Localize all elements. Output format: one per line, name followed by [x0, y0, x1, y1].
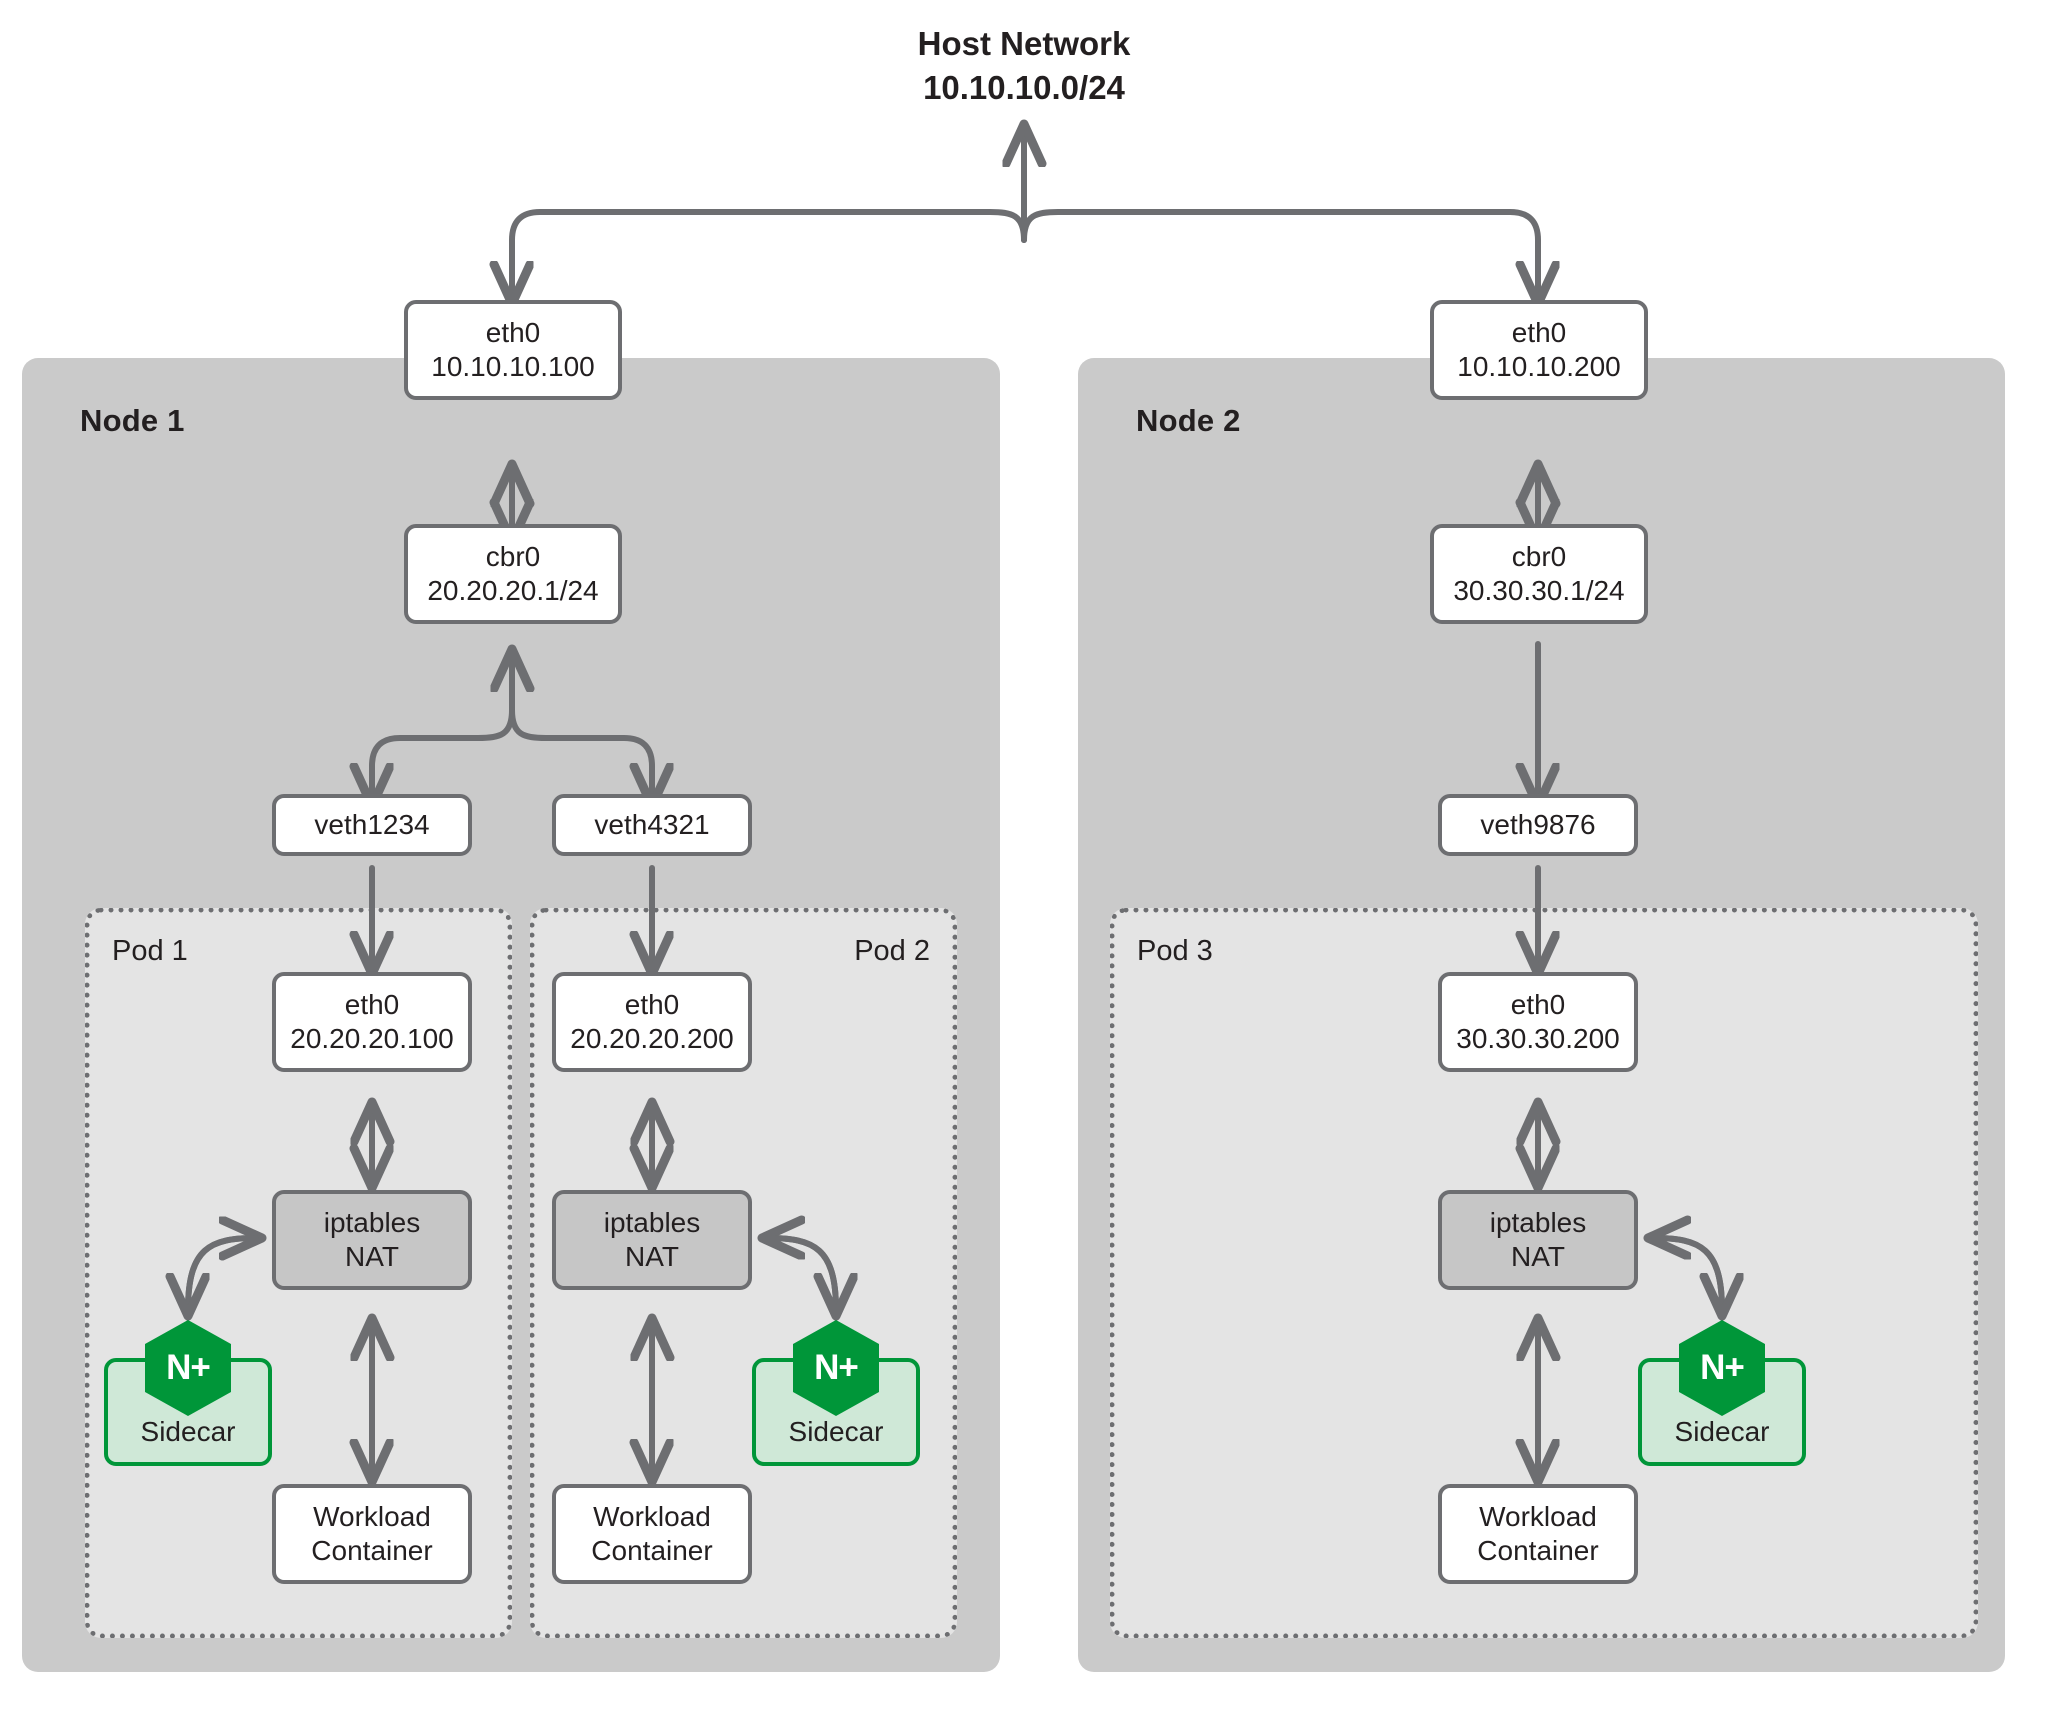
pod-1-workload-container-box[interactable]: Workload Container — [272, 1484, 472, 1584]
pod-3-iptables-nat-box[interactable]: iptables NAT — [1438, 1190, 1638, 1290]
pod-1-workload-line2: Container — [311, 1535, 433, 1566]
pod-3-workload-line2: Container — [1477, 1535, 1599, 1566]
pod-2-iptables-line1: iptables — [603, 1207, 701, 1239]
pod-2-eth0-box[interactable]: eth0 20.20.20.200 — [552, 972, 752, 1072]
node-2-eth0-name: eth0 — [1511, 317, 1567, 349]
nginx-plus-badge-text: N+ — [166, 1347, 211, 1387]
node-1-cbr0-address: 20.20.20.1/24 — [427, 575, 599, 606]
host-network-name: Host Network — [917, 25, 1131, 62]
pod-3-workload-container-box[interactable]: Workload Container — [1438, 1484, 1638, 1584]
node-2-veth9876-label: veth9876 — [1480, 809, 1596, 841]
pod-2-eth0-name: eth0 — [624, 989, 680, 1021]
pod-1-sidecar-box[interactable]: N+ Sidecar — [104, 1320, 272, 1466]
pod-2-eth0-address: 20.20.20.200 — [570, 1023, 734, 1054]
pod-1-sidecar-label: Sidecar — [140, 1416, 236, 1447]
node-2-eth0-address: 10.10.10.200 — [1457, 351, 1621, 382]
pod-3-label: Pod 3 — [1137, 935, 1213, 967]
pod-1-iptables-line2: NAT — [345, 1241, 399, 1272]
node-1-cbr0-box[interactable]: cbr0 20.20.20.1/24 — [404, 524, 622, 624]
pod-1-workload-line1: Workload — [313, 1501, 431, 1533]
pod-2-sidecar-box[interactable]: N+ Sidecar — [752, 1320, 920, 1466]
host-network-title: Host Network 10.10.10.0/24 — [724, 22, 1324, 109]
node-2-label: Node 2 — [1136, 403, 1241, 438]
node-1-veth4321-label: veth4321 — [594, 809, 710, 841]
node-1-veth4321-box[interactable]: veth4321 — [552, 794, 752, 856]
pod-1-eth0-box[interactable]: eth0 20.20.20.100 — [272, 972, 472, 1072]
pod-1-eth0-name: eth0 — [344, 989, 400, 1021]
node-2-eth0-box[interactable]: eth0 10.10.10.200 — [1430, 300, 1648, 400]
nginx-plus-icon: N+ — [1679, 1320, 1765, 1416]
pod-3-eth0-name: eth0 — [1510, 989, 1566, 1021]
pod-3-eth0-box[interactable]: eth0 30.30.30.200 — [1438, 972, 1638, 1072]
pod-2-workload-line1: Workload — [593, 1501, 711, 1533]
node-2-veth9876-box[interactable]: veth9876 — [1438, 794, 1638, 856]
pod-1-iptables-line1: iptables — [323, 1207, 421, 1239]
pod-1-iptables-nat-box[interactable]: iptables NAT — [272, 1190, 472, 1290]
pod-3-workload-line1: Workload — [1479, 1501, 1597, 1533]
node-1-eth0-box[interactable]: eth0 10.10.10.100 — [404, 300, 622, 400]
pod-1-label: Pod 1 — [112, 935, 188, 967]
pod-2-workload-line2: Container — [591, 1535, 713, 1566]
pod-1-eth0-address: 20.20.20.100 — [290, 1023, 454, 1054]
node-1-veth1234-box[interactable]: veth1234 — [272, 794, 472, 856]
pod-2-label: Pod 2 — [854, 935, 930, 967]
nginx-plus-badge-text: N+ — [814, 1347, 859, 1387]
node-2-cbr0-address: 30.30.30.1/24 — [1453, 575, 1625, 606]
node-1-cbr0-name: cbr0 — [485, 541, 541, 573]
node-1-label: Node 1 — [80, 403, 185, 438]
node-1-eth0-address: 10.10.10.100 — [431, 351, 595, 382]
pod-2-sidecar-label: Sidecar — [788, 1416, 884, 1447]
host-network-cidr: 10.10.10.0/24 — [923, 68, 1125, 106]
node-2-cbr0-name: cbr0 — [1511, 541, 1567, 573]
nginx-plus-badge-text: N+ — [1700, 1347, 1745, 1387]
pod-2-workload-container-box[interactable]: Workload Container — [552, 1484, 752, 1584]
pod-2-iptables-nat-box[interactable]: iptables NAT — [552, 1190, 752, 1290]
node-2-cbr0-box[interactable]: cbr0 30.30.30.1/24 — [1430, 524, 1648, 624]
pod-3-sidecar-box[interactable]: N+ Sidecar — [1638, 1320, 1806, 1466]
pod-2-iptables-line2: NAT — [625, 1241, 679, 1272]
node-1-veth1234-label: veth1234 — [314, 809, 430, 841]
pod-3-iptables-line2: NAT — [1511, 1241, 1565, 1272]
pod-3-iptables-line1: iptables — [1489, 1207, 1587, 1239]
node-1-eth0-name: eth0 — [485, 317, 541, 349]
pod-3-eth0-address: 30.30.30.200 — [1456, 1023, 1620, 1054]
pod-3-sidecar-label: Sidecar — [1674, 1416, 1770, 1447]
